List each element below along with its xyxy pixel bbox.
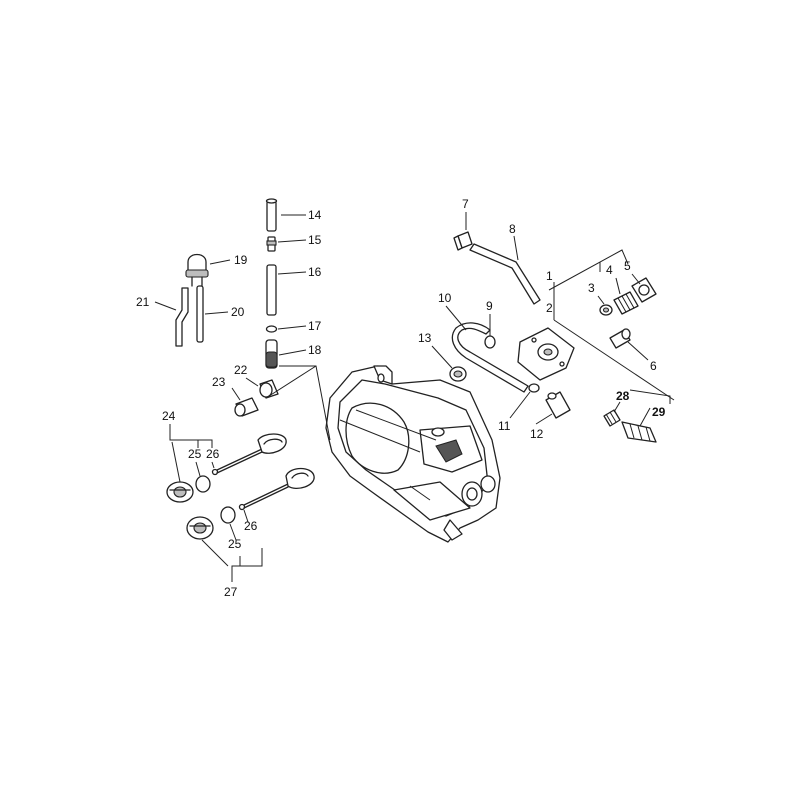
part-13-grommet xyxy=(449,366,467,382)
part-3-washer xyxy=(599,304,613,316)
callout-25b: 25 xyxy=(228,537,242,551)
callout-11: 11 xyxy=(498,419,511,433)
callout-29: 29 xyxy=(652,405,666,419)
part-22-fitting xyxy=(259,379,279,399)
callout-15: 15 xyxy=(308,233,322,247)
callout-27: 27 xyxy=(224,585,238,599)
callout-22: 22 xyxy=(234,363,248,377)
part-28-spring xyxy=(603,409,621,427)
callout-10: 10 xyxy=(438,291,452,305)
part-24-cap xyxy=(166,481,194,503)
callout-25a: 25 xyxy=(188,447,202,461)
part-4-spring xyxy=(613,291,639,315)
part-19-primer-bulb xyxy=(185,253,209,287)
part-25b-oring xyxy=(220,506,236,524)
part-26b-pin xyxy=(238,503,246,511)
part-5-cover xyxy=(631,277,657,303)
leader-lines xyxy=(154,212,675,582)
callout-6: 6 xyxy=(650,359,657,373)
callout-23: 23 xyxy=(212,375,226,389)
callout-9: 9 xyxy=(486,299,493,313)
part-15-connector xyxy=(266,236,277,252)
callout-8: 8 xyxy=(509,222,516,236)
callout-2: 2 xyxy=(546,301,553,315)
crankcase-housing xyxy=(325,365,501,543)
callout-14: 14 xyxy=(308,208,322,222)
callout-3: 3 xyxy=(588,281,595,295)
callout-7: 7 xyxy=(462,197,469,211)
part-6-screw xyxy=(609,328,631,349)
part-8-hose xyxy=(469,243,541,305)
callout-17: 17 xyxy=(308,319,322,333)
oil-pump-body xyxy=(517,327,575,381)
callout-24: 24 xyxy=(162,409,176,423)
callout-19: 19 xyxy=(234,253,248,267)
part-23-plug xyxy=(234,397,259,417)
part-12-filter xyxy=(545,391,571,419)
part-11-ring xyxy=(528,383,540,393)
part-9-fitting xyxy=(484,335,496,349)
callout-28: 28 xyxy=(616,389,630,403)
callout-18: 18 xyxy=(308,343,322,357)
callout-12: 12 xyxy=(530,427,544,441)
part-14-tube xyxy=(265,198,278,232)
part-7-nipple xyxy=(453,231,473,251)
lower-dipstick xyxy=(243,467,315,509)
part-25a-oring xyxy=(195,475,211,493)
callout-21: 21 xyxy=(136,295,150,309)
part-29-adjuster xyxy=(621,421,657,443)
part-20-tube xyxy=(196,285,204,343)
part-16-tube xyxy=(266,264,277,316)
callout-1: 1 xyxy=(546,269,553,283)
upper-dipstick xyxy=(216,433,287,474)
part-17-ring xyxy=(265,325,278,333)
part-21-tube xyxy=(175,287,189,347)
callout-20: 20 xyxy=(231,305,245,319)
callout-4: 4 xyxy=(606,263,613,277)
callout-26b: 26 xyxy=(244,519,258,533)
callout-5: 5 xyxy=(624,259,631,273)
part-27-cap xyxy=(186,516,214,540)
part-18-filter xyxy=(265,339,278,369)
part-26a-pin xyxy=(211,468,219,476)
callout-16: 16 xyxy=(308,265,322,279)
callout-26a: 26 xyxy=(206,447,220,461)
callout-labels: 14 15 16 17 18 19 20 21 22 23 24 25 26 2… xyxy=(136,197,666,599)
callout-13: 13 xyxy=(418,331,432,345)
